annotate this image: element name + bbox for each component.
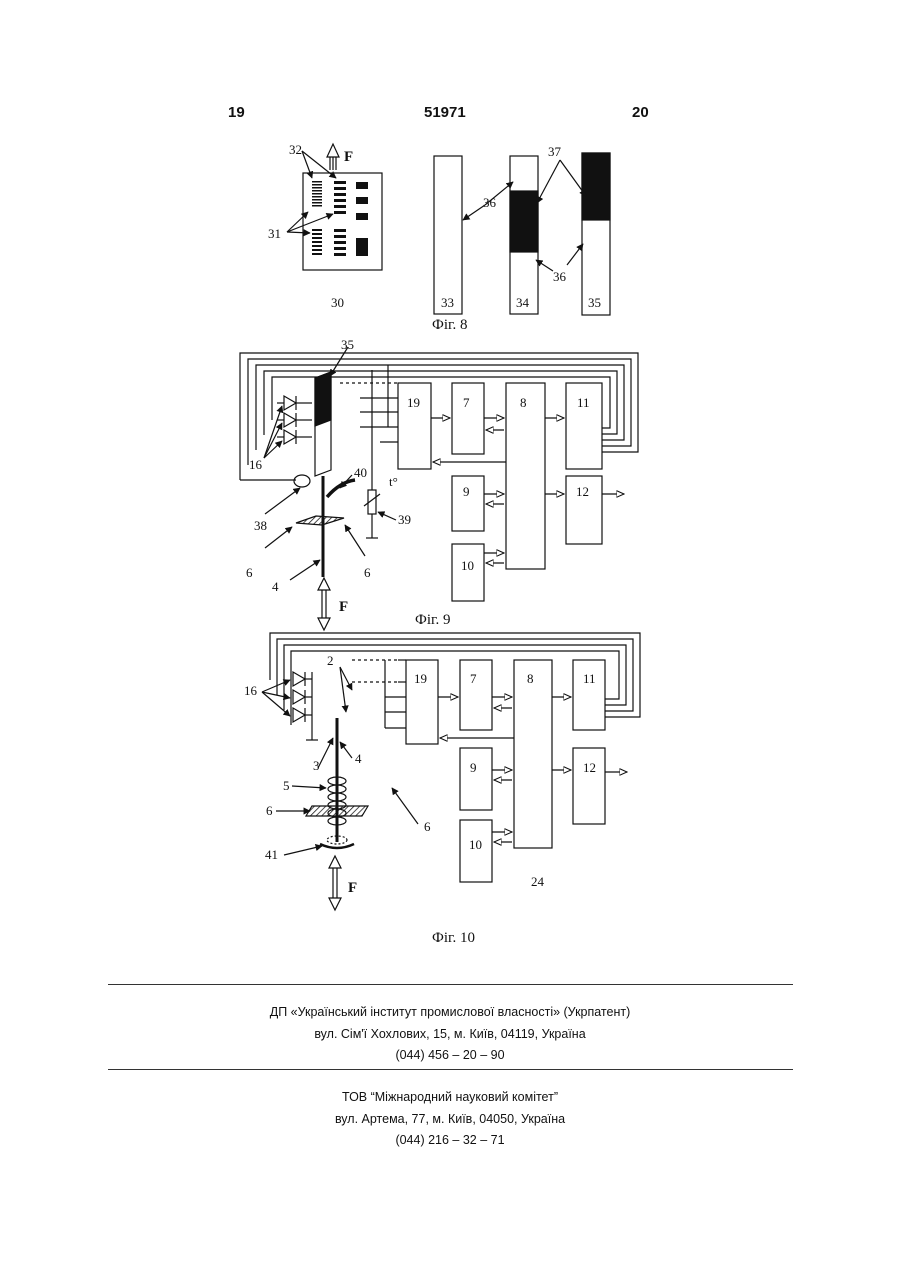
fig10-label-41: 41: [265, 847, 278, 862]
fig9-force-label: F: [339, 599, 348, 615]
fig10-label-2: 2: [327, 653, 334, 668]
fig10-block-7: 7: [470, 671, 477, 686]
fig10-block-9: 9: [470, 760, 477, 775]
fig9-block-11: 11: [577, 395, 590, 410]
fig8-caption: Фіг. 8: [432, 317, 467, 333]
fig9-label-38: 38: [254, 518, 267, 533]
fig9-block-19: 19: [407, 395, 420, 410]
fig8-label-37: 37: [548, 144, 562, 159]
block-8: [514, 660, 552, 848]
fig10-label-3: 3: [313, 758, 320, 773]
footer-divider-middle: [108, 1069, 793, 1070]
fig10-label-6b: 6: [424, 819, 431, 834]
fig9-label-35: 35: [341, 337, 354, 352]
block-7: [452, 383, 484, 454]
footer-divider-top: [108, 984, 793, 985]
force-double-arrow-icon: [318, 578, 330, 630]
fig9-block-12: 12: [576, 484, 589, 499]
fig9-label-6b: 6: [364, 565, 371, 580]
org2-address: вул. Артема, 77, м. Київ, 04050, Україна: [0, 1112, 900, 1126]
fig9-label-16: 16: [249, 457, 263, 472]
led-array: [293, 672, 318, 740]
fig10-block-11: 11: [583, 671, 596, 686]
fig10-label-5: 5: [283, 778, 290, 793]
fig8-label-35: 35: [588, 295, 601, 310]
fig8-label-30: 30: [331, 295, 344, 310]
org1-address: вул. Сім'ї Хохлових, 15, м. Київ, 04119,…: [0, 1027, 900, 1041]
org2-name: ТОВ “Міжнародний науковий комітет”: [0, 1090, 900, 1104]
fig8-force-label: F: [344, 149, 353, 165]
fig9-block-10: 10: [461, 558, 474, 573]
fig9-caption: Фіг. 9: [415, 612, 450, 628]
fig9-label-6a: 6: [246, 565, 253, 580]
fig9-block-8: 8: [520, 395, 527, 410]
fig9-label-39: 39: [398, 512, 411, 527]
block-9: [460, 748, 492, 810]
strip-35-dark-zone: [582, 153, 610, 220]
fig8-label-36a: 36: [483, 195, 497, 210]
fig10-label-6a: 6: [266, 803, 273, 818]
fig10-block-8: 8: [527, 671, 534, 686]
org2-phone: (044) 216 – 32 – 71: [0, 1133, 900, 1147]
fig8-label-33: 33: [441, 295, 454, 310]
fig10-label-16: 16: [244, 683, 258, 698]
strip-35-dark-zone: [315, 372, 331, 426]
org1-phone: (044) 456 – 20 – 90: [0, 1048, 900, 1062]
force-double-arrow-icon: [329, 856, 341, 910]
fig8-label-31: 31: [268, 226, 281, 241]
org1-name: ДП «Український інститут промислової вла…: [0, 1005, 900, 1019]
force-arrow-icon: [327, 144, 339, 170]
fig9-block-9: 9: [463, 484, 470, 499]
fig9-label-40: 40: [354, 465, 367, 480]
led-array: [277, 396, 312, 444]
fig9-block-7: 7: [463, 395, 470, 410]
figure-8: [287, 144, 610, 315]
fig9-label-temperature: t°: [389, 474, 398, 489]
fig8-label-32: 32: [289, 142, 302, 157]
fig10-label-24: 24: [531, 874, 545, 889]
block-8: [506, 383, 545, 569]
fig10-block-19: 19: [414, 671, 427, 686]
fig10-block-10: 10: [469, 837, 482, 852]
fig10-force-label: F: [348, 880, 357, 896]
fig10-label-4: 4: [355, 751, 362, 766]
fig10-block-12: 12: [583, 760, 596, 775]
fig8-label-34: 34: [516, 295, 530, 310]
fig9-label-4: 4: [272, 579, 279, 594]
strip-33: [434, 156, 462, 314]
fig10-caption: Фіг. 10: [432, 930, 475, 946]
strip-34-dark-zone: [510, 191, 538, 252]
fig8-label-36b: 36: [553, 269, 567, 284]
